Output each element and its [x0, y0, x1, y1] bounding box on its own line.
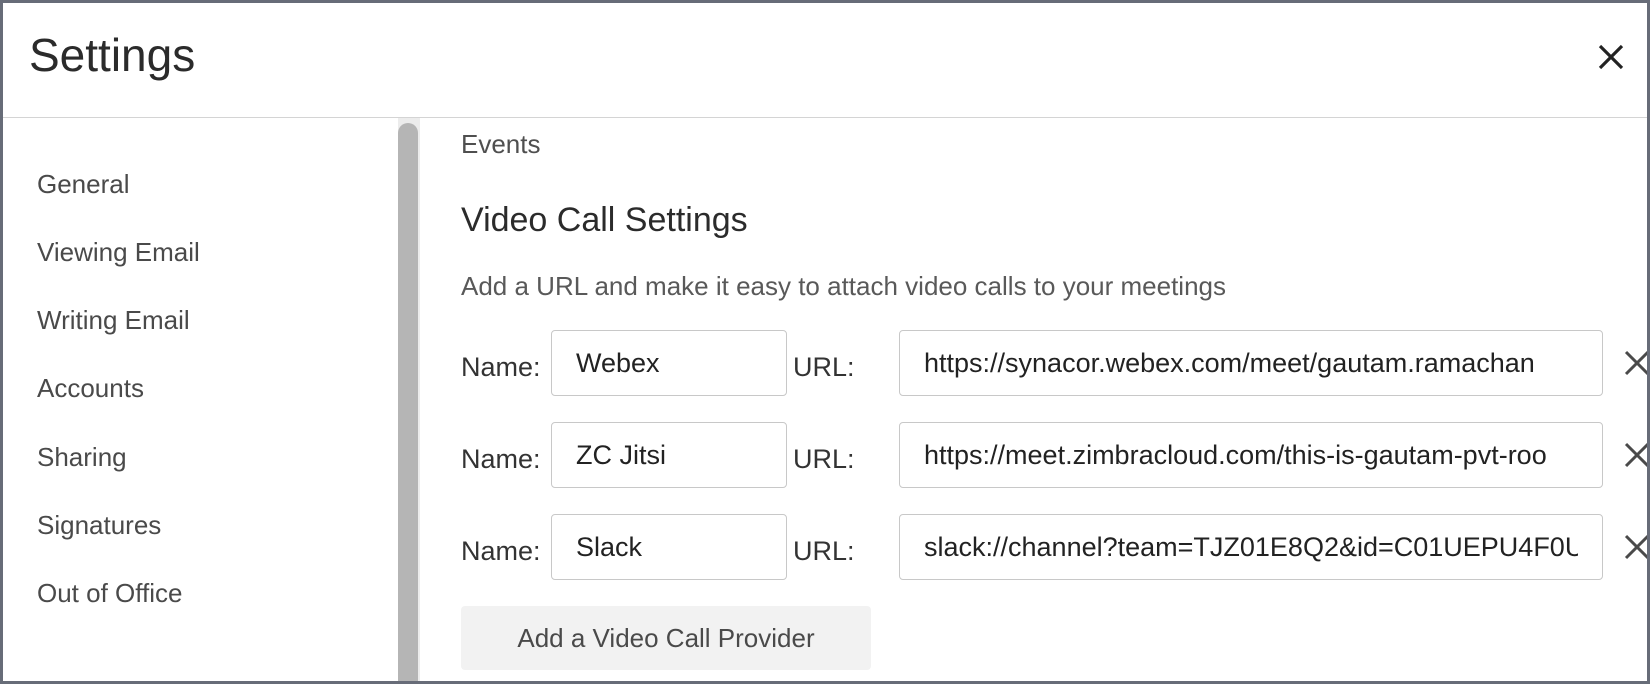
close-icon	[1598, 44, 1624, 70]
dialog-title: Settings	[29, 29, 196, 81]
url-label: URL:	[793, 352, 855, 382]
dialog-header: Settings	[3, 3, 1647, 118]
sidebar-item-general[interactable]: General	[37, 169, 130, 199]
provider-url-input[interactable]	[899, 514, 1603, 580]
events-subheading: Events	[461, 129, 541, 159]
sidebar-item-viewing-email[interactable]: Viewing Email	[37, 237, 200, 267]
url-label: URL:	[793, 536, 855, 566]
remove-provider-button[interactable]	[1621, 531, 1647, 563]
sidebar-item-signatures[interactable]: Signatures	[37, 510, 162, 540]
provider-name-input[interactable]	[551, 422, 787, 488]
remove-icon	[1624, 442, 1647, 468]
settings-content: Events Video Call Settings Add a URL and…	[421, 118, 1647, 681]
section-title: Video Call Settings	[461, 201, 748, 239]
remove-provider-button[interactable]	[1621, 439, 1647, 471]
name-label: Name:	[461, 444, 541, 474]
remove-provider-button[interactable]	[1621, 347, 1647, 379]
provider-url-input[interactable]	[899, 422, 1603, 488]
section-description: Add a URL and make it easy to attach vid…	[461, 271, 1226, 301]
name-label: Name:	[461, 536, 541, 566]
name-label: Name:	[461, 352, 541, 382]
settings-sidebar: General Viewing Email Writing Email Acco…	[3, 118, 399, 681]
provider-name-input[interactable]	[551, 514, 787, 580]
sidebar-item-accounts[interactable]: Accounts	[37, 373, 144, 403]
sidebar-item-sharing[interactable]: Sharing	[37, 442, 127, 472]
remove-icon	[1624, 350, 1647, 376]
provider-url-input[interactable]	[899, 330, 1603, 396]
close-button[interactable]	[1591, 37, 1631, 77]
add-video-call-provider-button[interactable]: Add a Video Call Provider	[461, 606, 871, 670]
video-provider-row: Name: URL:	[461, 514, 1647, 582]
sidebar-item-writing-email[interactable]: Writing Email	[37, 305, 190, 335]
sidebar-item-out-of-office[interactable]: Out of Office	[37, 578, 183, 608]
provider-name-input[interactable]	[551, 330, 787, 396]
video-provider-row: Name: URL:	[461, 330, 1647, 398]
video-provider-row: Name: URL:	[461, 422, 1647, 490]
remove-icon	[1624, 534, 1647, 560]
url-label: URL:	[793, 444, 855, 474]
sidebar-scrollbar-thumb[interactable]	[398, 123, 418, 681]
